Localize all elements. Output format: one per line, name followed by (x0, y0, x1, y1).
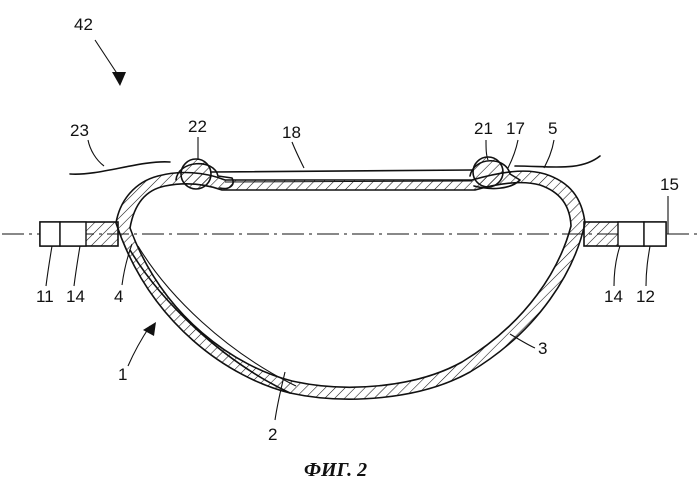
label-42: 42 (74, 15, 93, 34)
label-14-left: 14 (66, 287, 85, 306)
figure-caption: ФИГ. 2 (304, 459, 367, 481)
label-17: 17 (506, 119, 525, 138)
label-15: 15 (660, 175, 679, 194)
label-4: 4 (114, 287, 123, 306)
arrow-42 (112, 72, 126, 86)
label-23: 23 (70, 121, 89, 140)
inner-rib (130, 250, 290, 393)
label-3: 3 (538, 339, 547, 358)
label-11: 11 (36, 287, 54, 306)
left-flange-hole (40, 222, 60, 246)
label-18: 18 (282, 123, 301, 142)
label-1: 1 (118, 365, 127, 384)
label-22: 22 (188, 117, 207, 136)
label-14-right: 14 (604, 287, 623, 306)
right-flange-hole (644, 222, 666, 246)
inner-rib-edge (138, 246, 296, 386)
left-flange-bore (60, 222, 86, 246)
label-12: 12 (636, 287, 655, 306)
label-2: 2 (268, 425, 277, 444)
label-5: 5 (548, 119, 557, 138)
shell-wall (116, 171, 585, 399)
right-flange-bore (618, 222, 644, 246)
membrane-upper (212, 170, 472, 172)
label-21: 21 (474, 119, 493, 138)
